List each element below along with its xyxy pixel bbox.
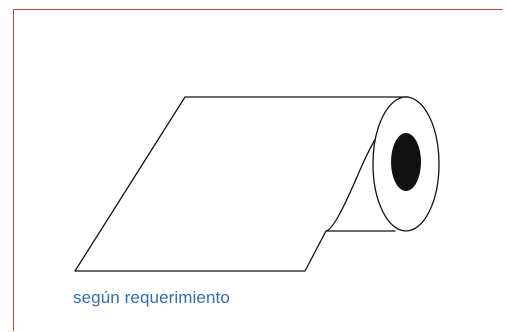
label-web-sheet — [74, 96, 409, 272]
caption-text: según requerimiento — [73, 288, 230, 307]
red-frame-border — [13, 9, 503, 331]
roll-core-icon — [391, 133, 421, 191]
